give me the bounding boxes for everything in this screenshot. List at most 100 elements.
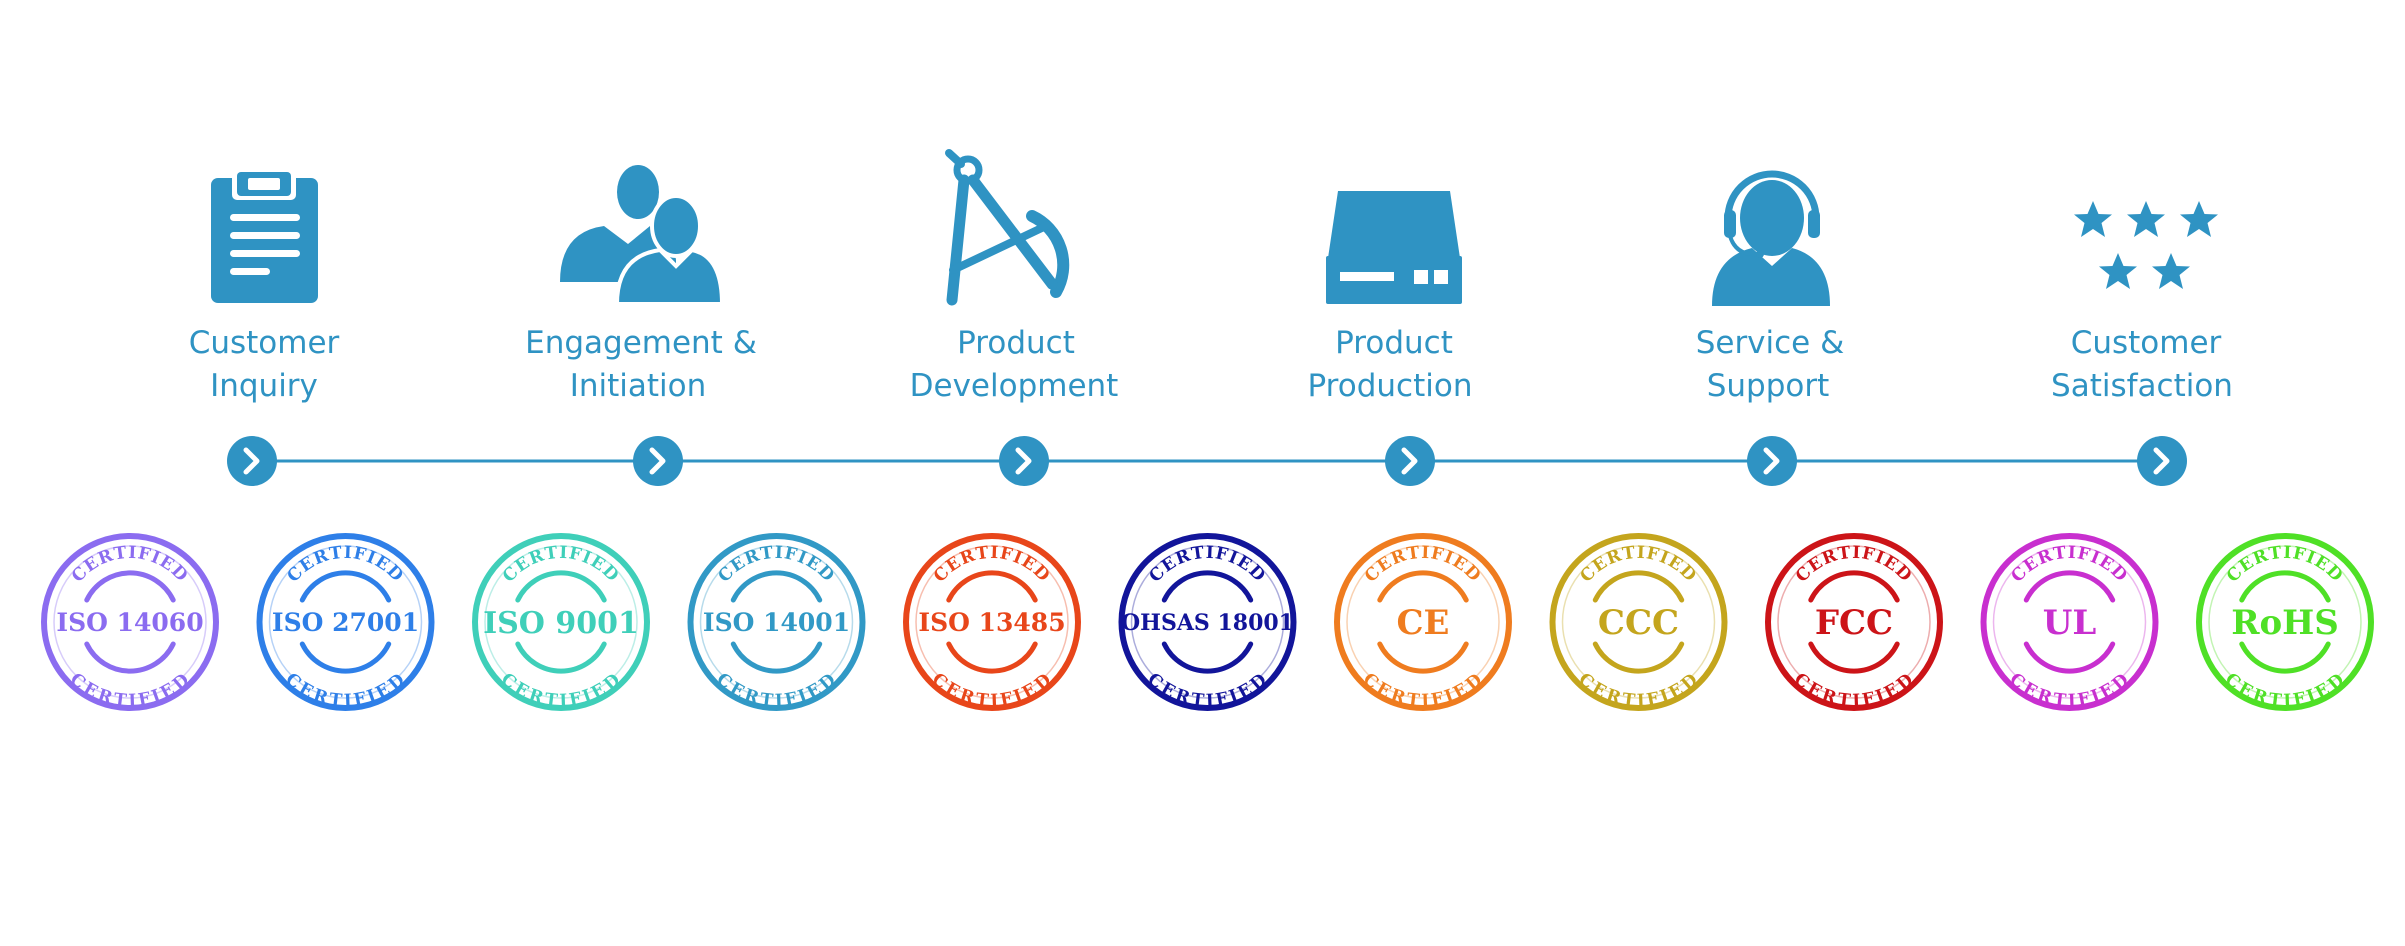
step-label-line1: Product [1335, 325, 1453, 361]
badge-ring [41, 533, 219, 711]
badge-arc-top [1808, 570, 1900, 603]
step-label-line1: Customer [189, 325, 340, 361]
badge-arc-bottom [1808, 641, 1900, 674]
badge-inner-ring [484, 545, 638, 699]
badge-arc-bottom [1161, 641, 1254, 674]
star-icon [2152, 253, 2190, 289]
badge-arc-bottom [84, 641, 176, 674]
badge-inner-ring [1777, 545, 1931, 699]
badge-arc-top [1377, 570, 1469, 603]
badge-name: UL [2043, 603, 2097, 643]
people-icon [560, 165, 725, 306]
headset-agent-icon [1712, 170, 1830, 306]
badge-ring [1549, 533, 1728, 711]
step-label-line2: Inquiry [210, 368, 318, 404]
chevron-right-icon [649, 447, 666, 475]
badge-arc-bottom [2023, 641, 2116, 674]
timeline-node[interactable] [227, 436, 277, 486]
star-icon [2074, 201, 2112, 237]
step-customer-inquiry: Customer Inquiry [189, 168, 340, 486]
badge-inner-ring [53, 545, 207, 699]
badge-arc-top [515, 570, 607, 603]
badge-arc-top [84, 570, 176, 603]
badge-name: ISO 27001 [272, 608, 419, 637]
badge-arc-bottom [515, 641, 607, 674]
timeline-node[interactable] [1747, 436, 1797, 486]
badge-ring [472, 533, 650, 711]
badge-ring [1980, 533, 2159, 711]
step-customer-satisfaction: Customer Satisfaction [2051, 201, 2233, 486]
step-label-line2: Satisfaction [2051, 368, 2233, 404]
badge-ring [687, 533, 866, 711]
step-service-support: Service & Support [1696, 170, 1845, 486]
step-label-line2: Production [1308, 368, 1473, 404]
chevron-right-icon [1015, 447, 1032, 475]
badge-ring [256, 533, 435, 711]
star-icon [2099, 253, 2137, 289]
badge-arc-bottom [2239, 641, 2331, 674]
badge-inner-ring [915, 545, 1069, 699]
badge-arc-bottom [1377, 641, 1469, 674]
stars-icon [2074, 201, 2218, 289]
step-label-line2: Initiation [570, 368, 707, 404]
badge-name: ISO 9001 [483, 606, 639, 641]
badge-inner-ring [699, 545, 854, 699]
badge-arc-top [1161, 570, 1254, 603]
badge-name: ISO 13485 [918, 608, 1065, 637]
badge-name: ISO 14060 [56, 608, 203, 637]
badge-name: ISO 14001 [703, 608, 850, 637]
badge-name: CCC [1598, 603, 1679, 643]
timeline-node[interactable] [1385, 436, 1435, 486]
timeline-node[interactable] [2137, 436, 2187, 486]
step-label-line1: Service & [1696, 325, 1845, 361]
star-icon [2180, 201, 2218, 237]
badge-arc-top [299, 570, 392, 603]
badge-inner-ring [268, 545, 423, 699]
step-label-line2: Development [910, 368, 1119, 404]
badge-ring [903, 533, 1081, 711]
badge-name: CE [1397, 603, 1450, 643]
badge-arc-top [2239, 570, 2331, 603]
badge-arc-top [2023, 570, 2116, 603]
step-label-line1: Engagement & [525, 325, 757, 361]
step-product-production: Product Production [1308, 191, 1473, 486]
badge-ring [1765, 533, 1943, 711]
star-icon [2127, 201, 2165, 237]
badge-arc-bottom [946, 641, 1038, 674]
badge-inner-ring [2208, 545, 2362, 699]
step-label-line1: Customer [2071, 325, 2222, 361]
badge-inner-ring [1561, 545, 1716, 699]
chevron-right-icon [1401, 447, 1418, 475]
badge-inner-ring [1346, 545, 1500, 699]
badge-ring [1334, 533, 1512, 711]
badge-arc-top [1592, 570, 1685, 603]
badge-inner-ring [1992, 545, 2147, 699]
timeline-node[interactable] [633, 436, 683, 486]
step-product-development: Product Development [910, 149, 1119, 486]
badge-ring [2196, 533, 2374, 711]
chevron-right-icon [1763, 447, 1780, 475]
badge-arc-bottom [1592, 641, 1685, 674]
badge-name: OHSAS 18001 [1121, 610, 1294, 636]
timeline-node[interactable] [999, 436, 1049, 486]
step-label-line2: Support [1707, 368, 1830, 404]
badge-arc-bottom [299, 641, 392, 674]
step-engagement-initiation: Engagement & Initiation [525, 165, 757, 486]
badge-name: RoHS [2231, 603, 2339, 643]
badge-arc-top [946, 570, 1038, 603]
compass-icon [945, 149, 1070, 306]
badge-arc-top [730, 570, 823, 603]
badge-name: FCC [1815, 603, 1893, 643]
badge-arc-bottom [730, 641, 823, 674]
